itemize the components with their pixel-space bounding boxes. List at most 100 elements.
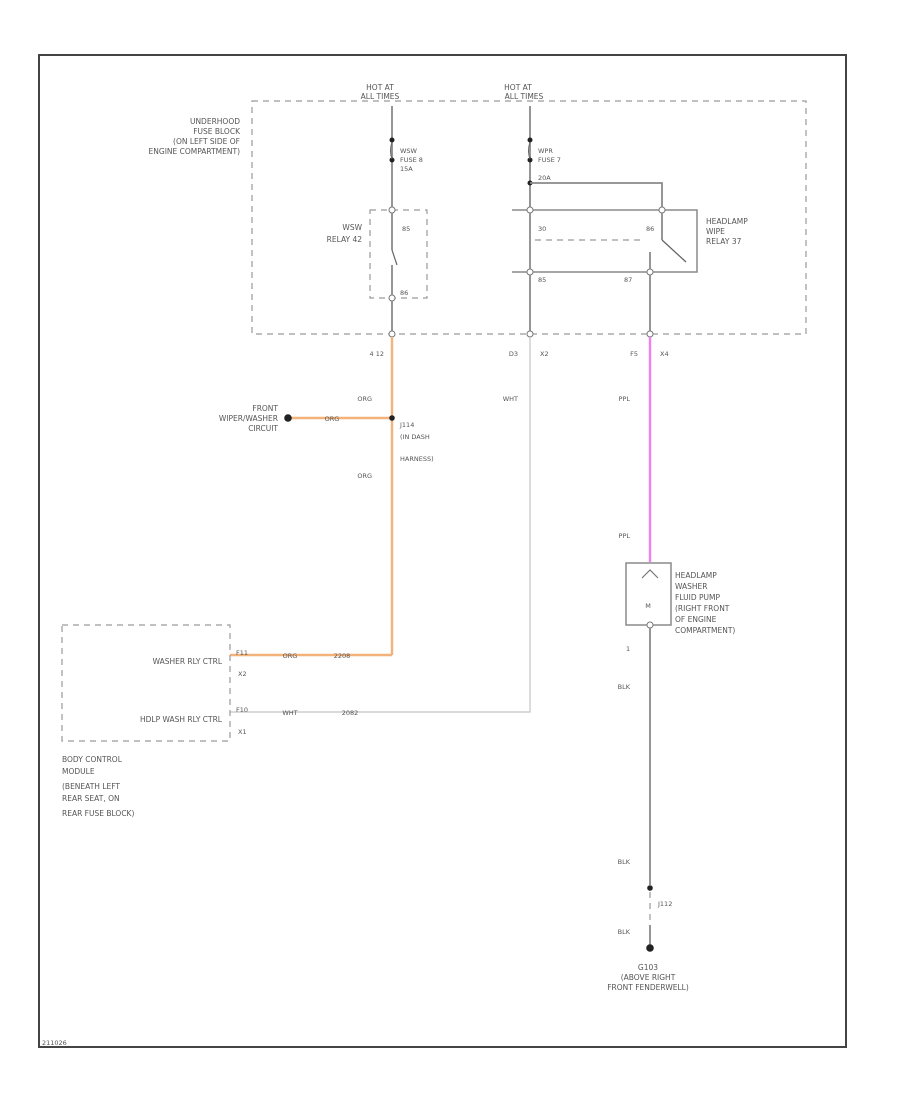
circuit-number: 2208 bbox=[334, 652, 351, 660]
wsw-relay-line: WSW bbox=[342, 223, 362, 232]
wire-label-org: ORG bbox=[357, 395, 372, 403]
feed-right-line1: HOT AT bbox=[504, 83, 532, 92]
feed-left-line1: HOT AT bbox=[366, 83, 394, 92]
bcm-row1: WASHER RLY CTRL bbox=[153, 657, 223, 666]
wire-label-ppl: PPL bbox=[619, 395, 631, 403]
connector-c2b: X2 bbox=[540, 350, 549, 358]
pump-pin: 1 bbox=[626, 645, 630, 653]
ground-dot bbox=[646, 944, 654, 952]
bcm-line: (BENEATH LEFT bbox=[62, 782, 120, 791]
feed-left-line2: ALL TIMES bbox=[361, 92, 400, 101]
wire-label-org: ORG bbox=[357, 472, 372, 480]
splice-line: HARNESS) bbox=[400, 455, 434, 463]
footer-code: 211026 bbox=[42, 1039, 67, 1047]
bcm-row2-pin: F10 bbox=[236, 706, 248, 714]
wire-label-ppl: PPL bbox=[619, 532, 631, 540]
wire-label-org: ORG bbox=[325, 415, 340, 423]
terminal bbox=[388, 206, 396, 214]
pump-line: HEADLAMP bbox=[675, 571, 717, 580]
fuse-wsw-icon bbox=[390, 141, 393, 160]
ground-line: (ABOVE RIGHT bbox=[621, 973, 676, 982]
wire-label-wht: WHT bbox=[503, 395, 518, 403]
pump-line: COMPARTMENT) bbox=[675, 626, 735, 635]
fuse-wpr-icon bbox=[528, 141, 531, 160]
connector-c2a: D3 bbox=[509, 350, 518, 358]
connector-terminal bbox=[388, 330, 396, 338]
relay-switch-icon bbox=[391, 249, 398, 266]
front-wiper-line: CIRCUIT bbox=[248, 424, 278, 433]
feed-right-line2: ALL TIMES bbox=[505, 92, 544, 101]
relay-switch-icon bbox=[661, 239, 687, 263]
pump-motor-code: M bbox=[645, 602, 651, 610]
wire-label-wht: WHT bbox=[282, 709, 297, 717]
fuse-wsw-line: 15A bbox=[400, 165, 413, 173]
splice-j112-dot bbox=[647, 885, 653, 891]
fuse-contact-dot bbox=[527, 137, 533, 143]
wsw-relay-pin-top: 85 bbox=[402, 225, 410, 233]
splice-line: (IN DASH bbox=[400, 433, 430, 441]
connector-c3a: F5 bbox=[630, 350, 638, 358]
pump-line: (RIGHT FRONT bbox=[675, 604, 730, 613]
wire-label-blk: BLK bbox=[618, 683, 631, 691]
org-wire-group bbox=[230, 337, 394, 657]
terminal bbox=[526, 268, 534, 276]
fuse-block-line: FUSE BLOCK bbox=[193, 127, 241, 136]
front-wiper-line: FRONT bbox=[252, 404, 278, 413]
terminal bbox=[388, 294, 396, 302]
wire-label-org: ORG bbox=[283, 652, 298, 660]
bcm-line: MODULE bbox=[62, 767, 95, 776]
diagram-frame bbox=[38, 54, 847, 1048]
fuse-block-line: UNDERHOOD bbox=[190, 117, 240, 126]
hdlp-relay-line: HEADLAMP bbox=[706, 217, 748, 226]
terminal bbox=[646, 268, 654, 276]
pump-line: FLUID PUMP bbox=[675, 593, 720, 602]
pump-line: OF ENGINE bbox=[675, 615, 717, 624]
bcm-row2: HDLP WASH RLY CTRL bbox=[140, 715, 223, 724]
ground-line: G103 bbox=[638, 963, 658, 972]
fuse-contact-dot bbox=[527, 157, 533, 163]
front-wiper-line: WIPER/WASHER bbox=[219, 414, 278, 423]
wire-label-blk: BLK bbox=[618, 928, 631, 936]
hdlp-relay-pin-bl: 85 bbox=[538, 276, 546, 284]
connector-terminal bbox=[646, 330, 654, 338]
hdlp-relay-pin-br: 87 bbox=[624, 276, 632, 284]
terminal bbox=[646, 621, 654, 629]
fuse-block-line: ENGINE COMPARTMENT) bbox=[149, 147, 241, 156]
bcm-line: REAR SEAT, ON bbox=[62, 794, 120, 803]
wsw-relay-pin-bottom: 86 bbox=[400, 289, 408, 297]
fuse-contact-dot bbox=[389, 157, 395, 163]
fuse-block-line: (ON LEFT SIDE OF bbox=[173, 137, 240, 146]
wsw-relay-line: RELAY 42 bbox=[327, 235, 363, 244]
fuse-wpr-line: 20A bbox=[538, 174, 551, 182]
fuse-wpr-line: FUSE 7 bbox=[538, 156, 561, 164]
bcm-outline bbox=[61, 624, 231, 742]
splice-j112-label: J112 bbox=[657, 900, 672, 908]
terminal bbox=[526, 206, 534, 214]
hdlp-relay-pin-tr: 86 bbox=[646, 225, 654, 233]
hdlp-relay-outline bbox=[512, 209, 698, 273]
bcm-row1-pin: F11 bbox=[236, 649, 248, 657]
connector-c3b: X4 bbox=[660, 350, 669, 358]
connector-c1: 4 12 bbox=[370, 350, 384, 358]
fuse-wsw-line: FUSE 8 bbox=[400, 156, 423, 164]
hdlp-relay-line: WIPE bbox=[706, 227, 725, 236]
terminal bbox=[658, 206, 666, 214]
relay-coil-feed-wire bbox=[530, 182, 663, 208]
fuse-wpr-line: WPR bbox=[538, 147, 553, 155]
fuse-block-label: UNDERHOOD FUSE BLOCK (ON LEFT SIDE OF EN… bbox=[149, 117, 242, 156]
wire-label-blk: BLK bbox=[618, 858, 631, 866]
pump-arrow-icon bbox=[641, 569, 659, 579]
ground-line: FRONT FENDERWELL) bbox=[607, 983, 689, 992]
connector-x1: X1 bbox=[238, 728, 247, 736]
wht-wire bbox=[230, 337, 531, 713]
wsw-relay-outline bbox=[369, 209, 428, 299]
splice-j114-dot bbox=[389, 415, 395, 421]
bcm-line: BODY CONTROL bbox=[62, 755, 123, 764]
hdlp-relay-line: RELAY 37 bbox=[706, 237, 742, 246]
circuit-number: 2082 bbox=[342, 709, 359, 717]
pump-line: WASHER bbox=[675, 582, 708, 591]
wiper-circuit-dot bbox=[284, 414, 292, 422]
hdlp-relay-pin-tl: 30 bbox=[538, 225, 546, 233]
connector-x2: X2 bbox=[238, 670, 247, 678]
